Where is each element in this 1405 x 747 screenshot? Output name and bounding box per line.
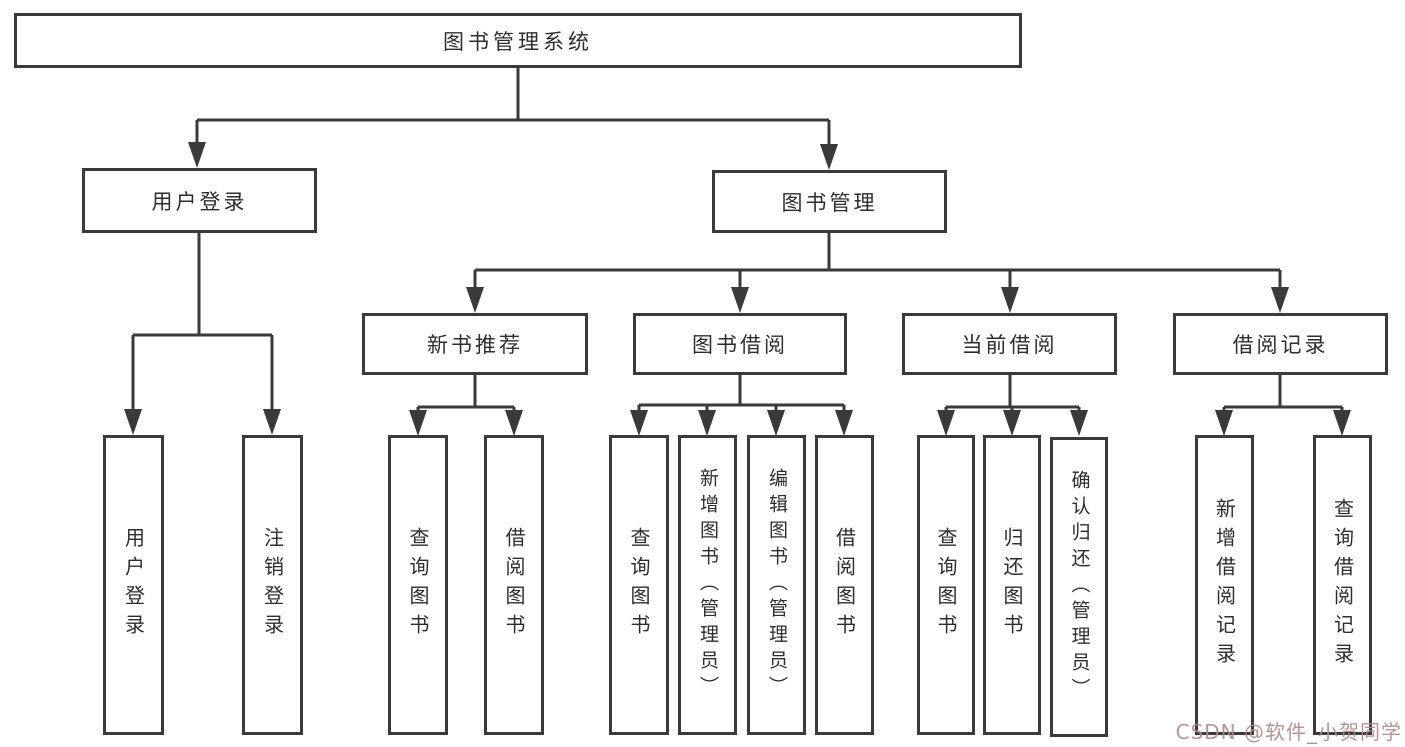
node-label: 借阅记录 [1232, 333, 1329, 357]
leaf-borrow-books: 借阅图书 [815, 435, 874, 735]
node-label: 新增借阅记录 [1212, 498, 1237, 672]
node-label: 借阅图书 [502, 527, 526, 643]
leaf-edit-books-admin: 编辑图书（管理员） [747, 435, 806, 735]
leaf-user-login: 用户登录 [103, 435, 164, 735]
leaf-query-borrow-record: 查询借阅记录 [1313, 435, 1372, 735]
node-label: 确认归还（管理员） [1068, 470, 1091, 704]
leaf-logout: 注销登录 [242, 435, 303, 735]
node-label: 查询图书 [934, 527, 958, 643]
leaf-borrow-books-recommend: 借阅图书 [484, 435, 544, 735]
connector-book-management-to-children [473, 233, 1282, 288]
node-label: 图书管理 [781, 190, 878, 215]
node-borrowing-records: 借阅记录 [1173, 313, 1388, 375]
node-label: 新增图书（管理员） [697, 468, 719, 702]
node-label: 查询图书 [627, 527, 651, 643]
leaf-query-books-recommend: 查询图书 [388, 435, 448, 735]
connector-book-borrowing-to-children [637, 375, 846, 411]
node-book-borrowing: 图书借阅 [633, 313, 847, 375]
connector-borrowing-records-to-children [1222, 375, 1344, 411]
node-label: 新书推荐 [427, 333, 523, 357]
connector-user-login-to-children [131, 233, 274, 409]
leaf-add-books-admin: 新增图书（管理员） [678, 435, 737, 735]
node-new-book-recommend: 新书推荐 [362, 313, 588, 375]
leaf-add-borrow-record: 新增借阅记录 [1195, 435, 1254, 735]
node-label: 用户登录 [121, 527, 146, 643]
leaf-query-books-current: 查询图书 [917, 435, 975, 735]
node-label: 查询借阅记录 [1330, 498, 1355, 672]
leaf-return-books: 归还图书 [983, 435, 1041, 735]
leaf-query-books-borrowing: 查询图书 [609, 435, 669, 735]
node-label: 注销登录 [260, 527, 285, 643]
node-library-management-system: 图书管理系统 [14, 13, 1022, 68]
node-label: 用户登录 [151, 189, 248, 214]
node-label: 归还图书 [1000, 527, 1024, 643]
connector-current-borrowing-to-children [944, 375, 1081, 411]
csdn-watermark: CSDN @软件_小贺同学 [1175, 720, 1402, 744]
leaf-confirm-return-admin: 确认归还（管理员） [1050, 437, 1108, 737]
node-current-borrowing: 当前借阅 [902, 313, 1117, 375]
connector-root-to-children [195, 68, 831, 145]
node-label: 图书管理系统 [443, 29, 593, 54]
node-label: 编辑图书（管理员） [766, 468, 788, 702]
node-label: 借阅图书 [832, 527, 857, 643]
node-user-login: 用户登录 [82, 168, 317, 233]
node-label: 查询图书 [406, 527, 430, 643]
connector-new-book-recommend-to-children [416, 375, 516, 411]
node-label: 图书借阅 [692, 333, 788, 357]
arrowheads [124, 142, 1351, 436]
node-label: 当前借阅 [961, 333, 1058, 357]
node-book-management: 图书管理 [712, 170, 947, 233]
